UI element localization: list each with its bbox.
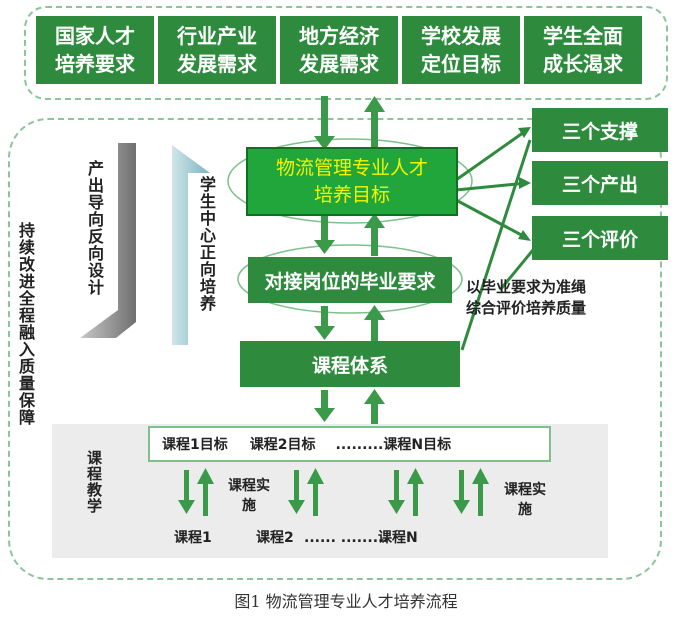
implementation-line: 施 <box>518 502 532 518</box>
course-n-label: 课程N <box>378 530 418 546</box>
implementation-line: 施 <box>242 498 256 514</box>
top-box-line: 国家人才 <box>55 24 135 48</box>
course-2-label: 课程2 <box>256 530 294 546</box>
student-centered-label: 学生中心正向培养 <box>197 176 216 312</box>
top-box-line: 学生全面 <box>543 24 623 48</box>
top-dashed-frame <box>24 6 668 100</box>
top-box-national: 国家人才 培养要求 <box>36 16 154 84</box>
course-dots: ...... ......... <box>304 530 389 546</box>
course-arrows <box>178 468 489 516</box>
evaluation-note-line: 综合评价培养质量 <box>466 299 587 317</box>
course-goal: 课程1目标 <box>162 437 228 453</box>
top-box-line: 学校发展 <box>421 24 501 48</box>
graduation-requirement-box: 对接岗位的毕业要求 <box>248 257 452 303</box>
goal-line: 物流管理专业人才 <box>275 156 428 179</box>
course-goal: 课程2目标 <box>249 437 316 453</box>
course-implementation-left: 课程实 施 <box>228 476 270 516</box>
output-oriented-label: 产出导向反向设计 <box>85 160 104 296</box>
evaluation-note-line: 以毕业要求为准绳 <box>466 278 587 296</box>
figure-caption: 图1 物流管理专业人才培养流程 <box>234 592 458 611</box>
continuous-improvement-label: 持续改进全程融入质量保障 <box>16 222 35 426</box>
goal-line: 培养目标 <box>313 183 390 206</box>
goal-ellipse <box>227 138 473 224</box>
course-goal: .........课程N目标 <box>335 437 452 453</box>
main-dashed-frame <box>8 118 662 580</box>
connector-arrowheads <box>518 127 531 241</box>
top-box-line: 行业产业 <box>177 24 257 48</box>
top-box-line: 发展需求 <box>299 52 379 76</box>
course-1-label: 课程1 <box>174 530 212 546</box>
three-supports-box: 三个支撑 <box>532 108 668 152</box>
top-box-line: 成长渴求 <box>543 52 623 76</box>
curriculum-system-box: 课程体系 <box>240 341 460 387</box>
three-evaluations-box: 三个评价 <box>532 216 668 260</box>
requirement-ellipse <box>237 244 463 314</box>
top-box-industry: 行业产业 发展需求 <box>158 16 276 84</box>
evaluation-note: 以毕业要求为准绳 综合评价培养质量 <box>466 277 586 319</box>
three-outputs-box: 三个产出 <box>532 161 668 205</box>
top-box-line: 培养要求 <box>55 52 135 76</box>
course-goals-row: 课程1目标 课程2目标 .........课程N目标 <box>148 426 551 462</box>
output-oriented-arrow <box>80 143 136 338</box>
top-box-line: 地方经济 <box>299 24 379 48</box>
top-box-line: 发展需求 <box>177 52 257 76</box>
training-goal-box: 物流管理专业人才 培养目标 <box>246 147 458 216</box>
course-teaching-label: 课程教学 <box>85 450 103 514</box>
top-box-local-economy: 地方经济 发展需求 <box>280 16 398 84</box>
implementation-line: 课程实 <box>228 478 270 494</box>
top-box-line: 定位目标 <box>421 52 501 76</box>
vertical-arrows <box>314 96 385 424</box>
student-centered-arrow <box>172 145 210 345</box>
top-box-student: 学生全面 成长渴求 <box>524 16 642 84</box>
course-implementation-right: 课程实 施 <box>504 480 546 520</box>
support-connectors <box>455 128 535 351</box>
implementation-line: 课程实 <box>504 482 546 498</box>
top-box-school: 学校发展 定位目标 <box>402 16 520 84</box>
